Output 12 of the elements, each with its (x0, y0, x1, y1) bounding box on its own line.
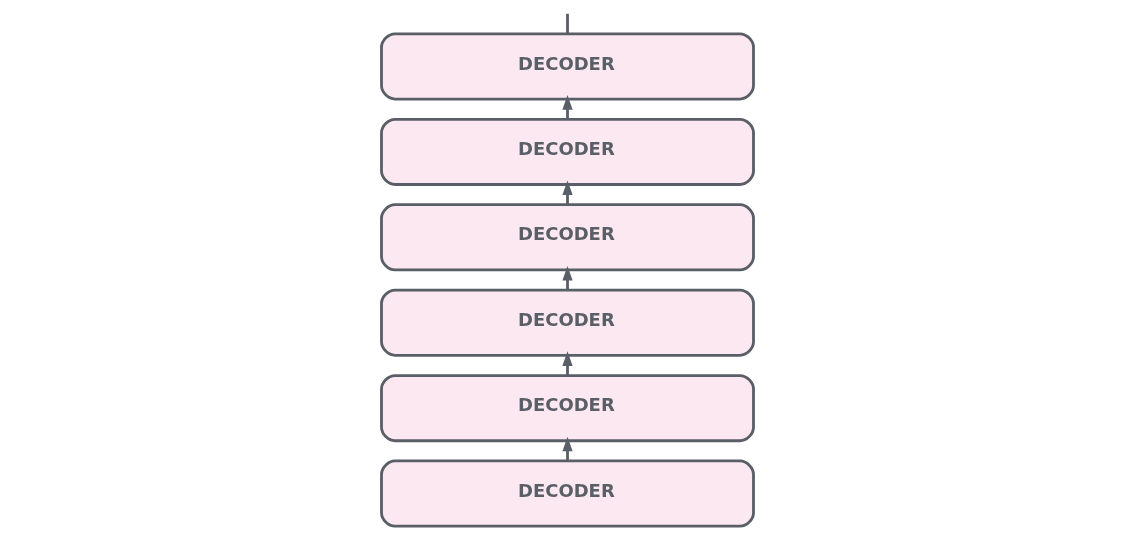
arrow (561, 351, 573, 376)
connector (565, 13, 569, 34)
node-box: DECODER (379, 117, 755, 186)
arrow (561, 265, 573, 290)
node-box: DECODER (379, 374, 755, 443)
node-box: DECODER (379, 32, 755, 101)
node-box: DECODER (379, 203, 755, 272)
arrow (561, 95, 573, 119)
node-box: DECODER (379, 288, 755, 357)
node-box: DECODER (379, 459, 755, 528)
arrow (561, 436, 573, 461)
arrow (561, 180, 573, 205)
